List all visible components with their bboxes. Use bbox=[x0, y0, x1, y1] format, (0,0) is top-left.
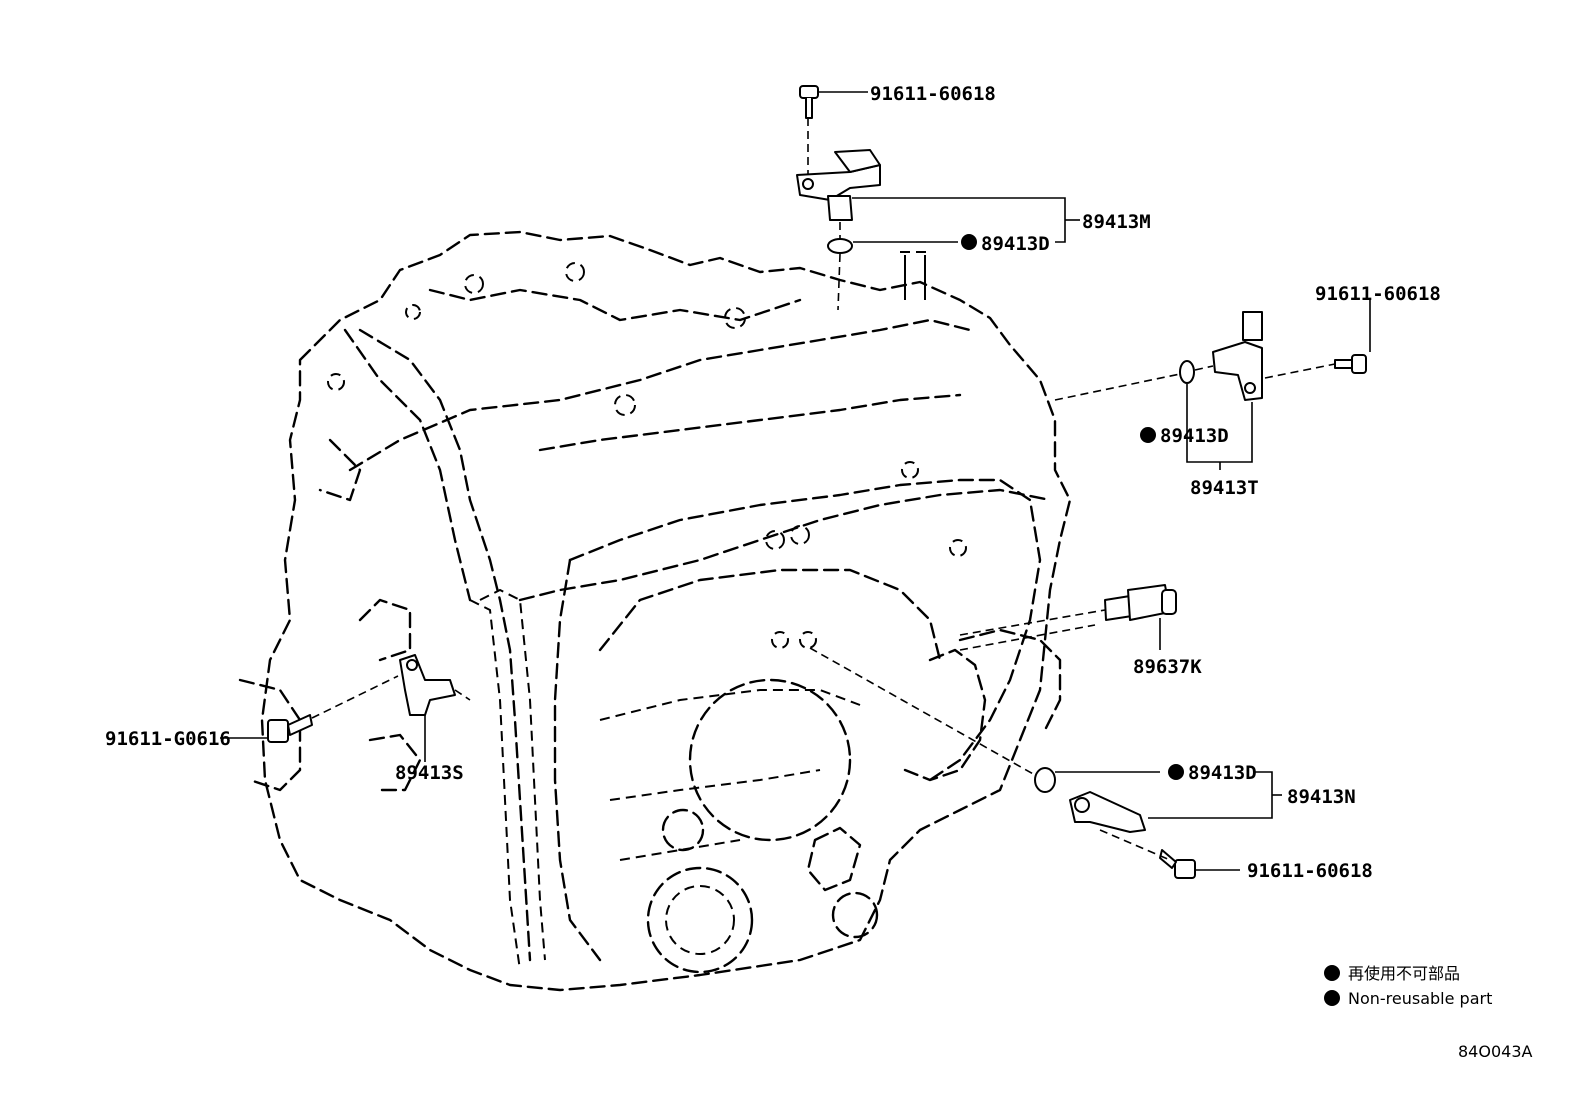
label-bolt-left: 91611-G0616 bbox=[105, 728, 231, 750]
bolt-bottom bbox=[1159, 849, 1196, 879]
label-sensor-t: 89413T bbox=[1190, 477, 1259, 499]
non-reusable-dot-right bbox=[1140, 427, 1156, 443]
sensor-89413m bbox=[796, 149, 881, 221]
switch-89637k bbox=[1104, 584, 1177, 621]
oring-bottom bbox=[1034, 767, 1056, 793]
label-bolt-top: 91611-60618 bbox=[870, 83, 996, 105]
legend-english: Non-reusable part bbox=[1348, 989, 1492, 1008]
sensor-n-axis bbox=[809, 647, 1171, 861]
label-oring-top: 89413D bbox=[981, 233, 1050, 255]
label-sensor-s: 89413S bbox=[395, 762, 464, 784]
bolt-left bbox=[267, 714, 313, 743]
sensor-89413n bbox=[1069, 791, 1146, 833]
legend-japanese: 再使用不可部品 bbox=[1348, 964, 1460, 983]
label-bolt-right: 91611-60618 bbox=[1315, 283, 1441, 305]
sensor-t-axis bbox=[1054, 363, 1336, 401]
oring-right bbox=[1179, 360, 1195, 384]
non-reusable-dot-bottom bbox=[1168, 764, 1184, 780]
label-bolt-bottom: 91611-60618 bbox=[1247, 860, 1373, 882]
label-sensor-m: 89413M bbox=[1082, 211, 1151, 233]
sensor-89413t bbox=[1212, 311, 1263, 401]
bolt-right bbox=[1334, 354, 1367, 374]
label-oring-right: 89413D bbox=[1160, 425, 1229, 447]
legend-dot-japanese bbox=[1324, 965, 1340, 981]
sensor-s-axis-2 bbox=[454, 689, 471, 701]
bolt-top bbox=[799, 85, 819, 119]
transmission-housing bbox=[238, 230, 1072, 992]
drawing-code: 84O043A bbox=[1458, 1042, 1532, 1061]
label-oring-bottom: 89413D bbox=[1188, 762, 1257, 784]
non-reusable-dot-top bbox=[961, 234, 977, 250]
legend: 再使用不可部品 Non-reusable part bbox=[1324, 964, 1492, 1008]
sensor-m-axis bbox=[837, 222, 841, 311]
label-switch-k: 89637K bbox=[1133, 656, 1202, 678]
legend-dot-english bbox=[1324, 990, 1340, 1006]
leader-sensor-t bbox=[1186, 384, 1253, 463]
sensor-89413s bbox=[399, 654, 456, 716]
oring-top bbox=[827, 238, 853, 254]
switch-k-axis bbox=[959, 609, 1106, 651]
label-sensor-n: 89413N bbox=[1287, 786, 1356, 808]
sensor-s-axis bbox=[311, 675, 399, 719]
